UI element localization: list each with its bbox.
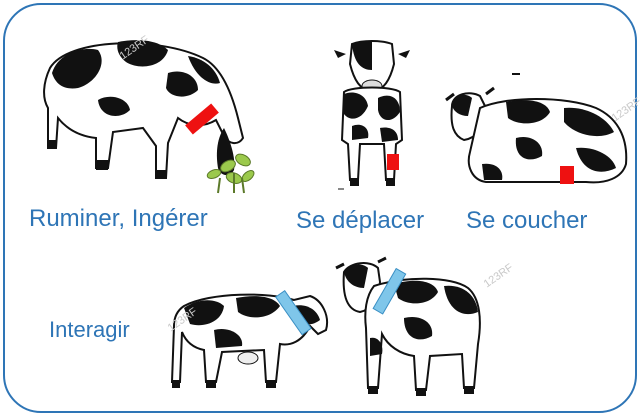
label-lie-down: Se coucher [466, 207, 588, 234]
cow-side-icon [170, 290, 328, 388]
cow-lying-icon [445, 86, 628, 184]
cow-grazing-icon [43, 40, 255, 194]
mark-dash [338, 188, 344, 190]
cow-front-side-icon [335, 256, 481, 396]
label-move: Se déplacer [296, 207, 425, 234]
label-ruminate: Ruminer, Ingérer [29, 205, 208, 232]
mark-dash [512, 73, 520, 75]
cow-standing-front-icon [334, 40, 410, 186]
label-interact: Interagir [49, 317, 130, 342]
